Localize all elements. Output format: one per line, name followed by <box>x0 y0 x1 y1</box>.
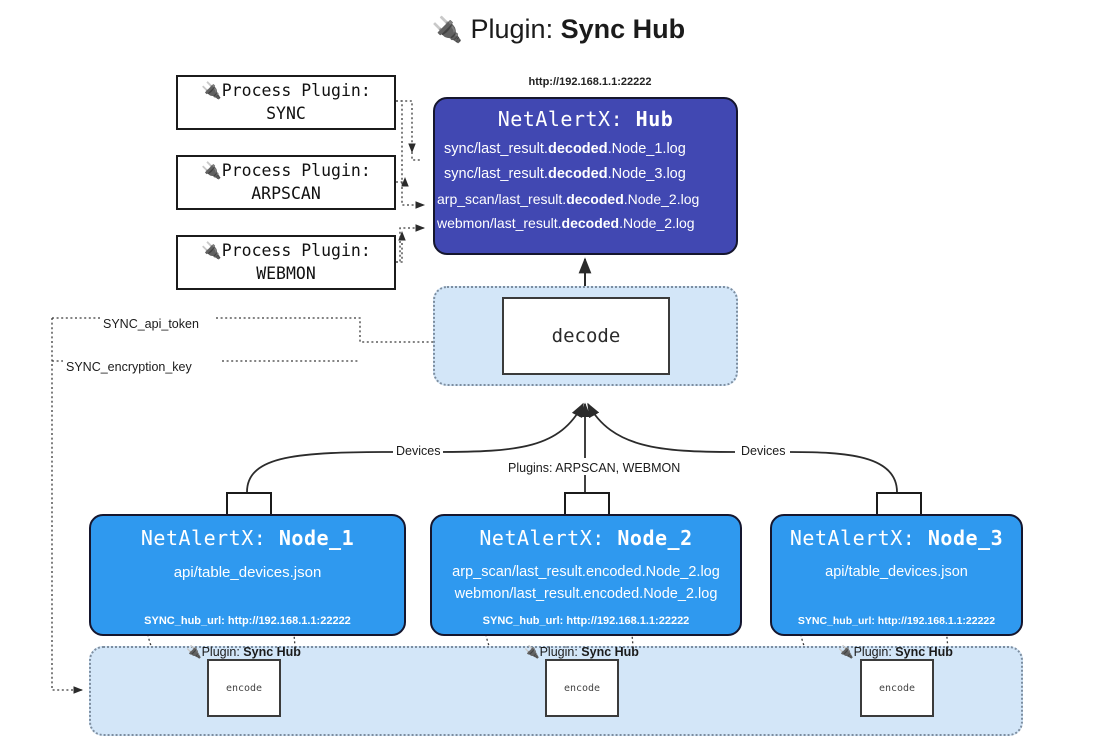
node-1-line: api/table_devices.json <box>173 564 322 581</box>
hub-log-row: arp_scan/last_result.decoded.Node_2.log <box>437 190 700 207</box>
node-2-title: NetAlertX: Node_2 <box>479 526 693 550</box>
plug-icon: 🔌 <box>186 645 202 659</box>
hub-log-row: sync/last_result.decoded.Node_3.log <box>444 165 686 182</box>
process-plugin-sync-line1: 🔌Process Plugin: <box>201 81 371 101</box>
hub-log-row: sync/last_result.decoded.Node_1.log <box>444 141 686 157</box>
encode-box-2[interactable]: encode <box>545 659 619 717</box>
node-3-line: api/table_devices.json <box>825 564 968 580</box>
decode-box[interactable]: decode <box>502 297 670 375</box>
plug-icon: 🔌 <box>524 645 540 659</box>
hub-url-label: http://192.168.1.1:22222 <box>528 76 652 88</box>
page-title: 🔌 Plugin: Sync Hub <box>0 14 1117 45</box>
process-plugin-arpscan-line1: 🔌Process Plugin: <box>201 161 371 181</box>
encode-box-1[interactable]: encode <box>207 659 281 717</box>
process-plugin-webmon[interactable]: 🔌Process Plugin: WEBMON <box>176 235 396 290</box>
edge-label-plugins: Plugins: ARPSCAN, WEBMON <box>505 461 684 475</box>
edge-label-devices-right: Devices <box>738 444 789 458</box>
hub-node[interactable]: NetAlertX: Hub sync/last_result.decoded.… <box>433 97 738 255</box>
title-name: Sync Hub <box>560 14 686 44</box>
node-2[interactable]: NetAlertX: Node_2 arp_scan/last_result.e… <box>430 514 742 636</box>
hub-title: NetAlertX: Hub <box>497 107 674 131</box>
node-2-line: arp_scan/last_result.encoded.Node_2.log <box>452 564 720 580</box>
process-plugin-sync[interactable]: 🔌Process Plugin: SYNC <box>176 75 396 130</box>
process-plugin-arpscan-line2: ARPSCAN <box>251 183 321 203</box>
node-3-title: NetAlertX: Node_3 <box>789 526 1004 550</box>
sync-encryption-key-label: SYNC_encryption_key <box>63 360 195 374</box>
encoder-3-plugin-label: 🔌Plugin: Sync Hub <box>838 645 953 659</box>
node-3-footer: SYNC_hub_url: http://192.168.1.1:22222 <box>797 615 996 627</box>
hub-log-row: webmon/last_result.decoded.Node_2.log <box>437 214 695 231</box>
node-2-line: webmon/last_result.encoded.Node_2.log <box>454 586 718 602</box>
node-1-title: NetAlertX: Node_1 <box>140 526 355 550</box>
encode-box-3[interactable]: encode <box>860 659 934 717</box>
process-plugin-arpscan[interactable]: 🔌Process Plugin: ARPSCAN <box>176 155 396 210</box>
sync-api-token-label: SYNC_api_token <box>100 317 202 331</box>
process-plugin-webmon-line1: 🔌Process Plugin: <box>201 241 371 261</box>
encoder-1-plugin-label: 🔌Plugin: Sync Hub <box>186 645 301 659</box>
node-2-footer: SYNC_hub_url: http://192.168.1.1:22222 <box>482 615 690 627</box>
plug-icon: 🔌 <box>201 81 222 101</box>
process-plugin-webmon-line2: WEBMON <box>256 263 316 283</box>
plug-icon: 🔌 <box>201 161 222 181</box>
plug-icon: 🔌 <box>838 645 854 659</box>
encoder-2-plugin-label: 🔌Plugin: Sync Hub <box>524 645 639 659</box>
title-prefix: Plugin: <box>470 14 554 44</box>
plug-icon: 🔌 <box>431 16 463 44</box>
node-1[interactable]: NetAlertX: Node_1 api/table_devices.json… <box>89 514 406 636</box>
node-1-footer: SYNC_hub_url: http://192.168.1.1:22222 <box>144 615 351 627</box>
plug-icon: 🔌 <box>201 241 222 261</box>
node-3[interactable]: NetAlertX: Node_3 api/table_devices.json… <box>770 514 1023 636</box>
process-plugin-sync-line2: SYNC <box>266 103 306 123</box>
edge-label-devices-left: Devices <box>393 444 444 458</box>
